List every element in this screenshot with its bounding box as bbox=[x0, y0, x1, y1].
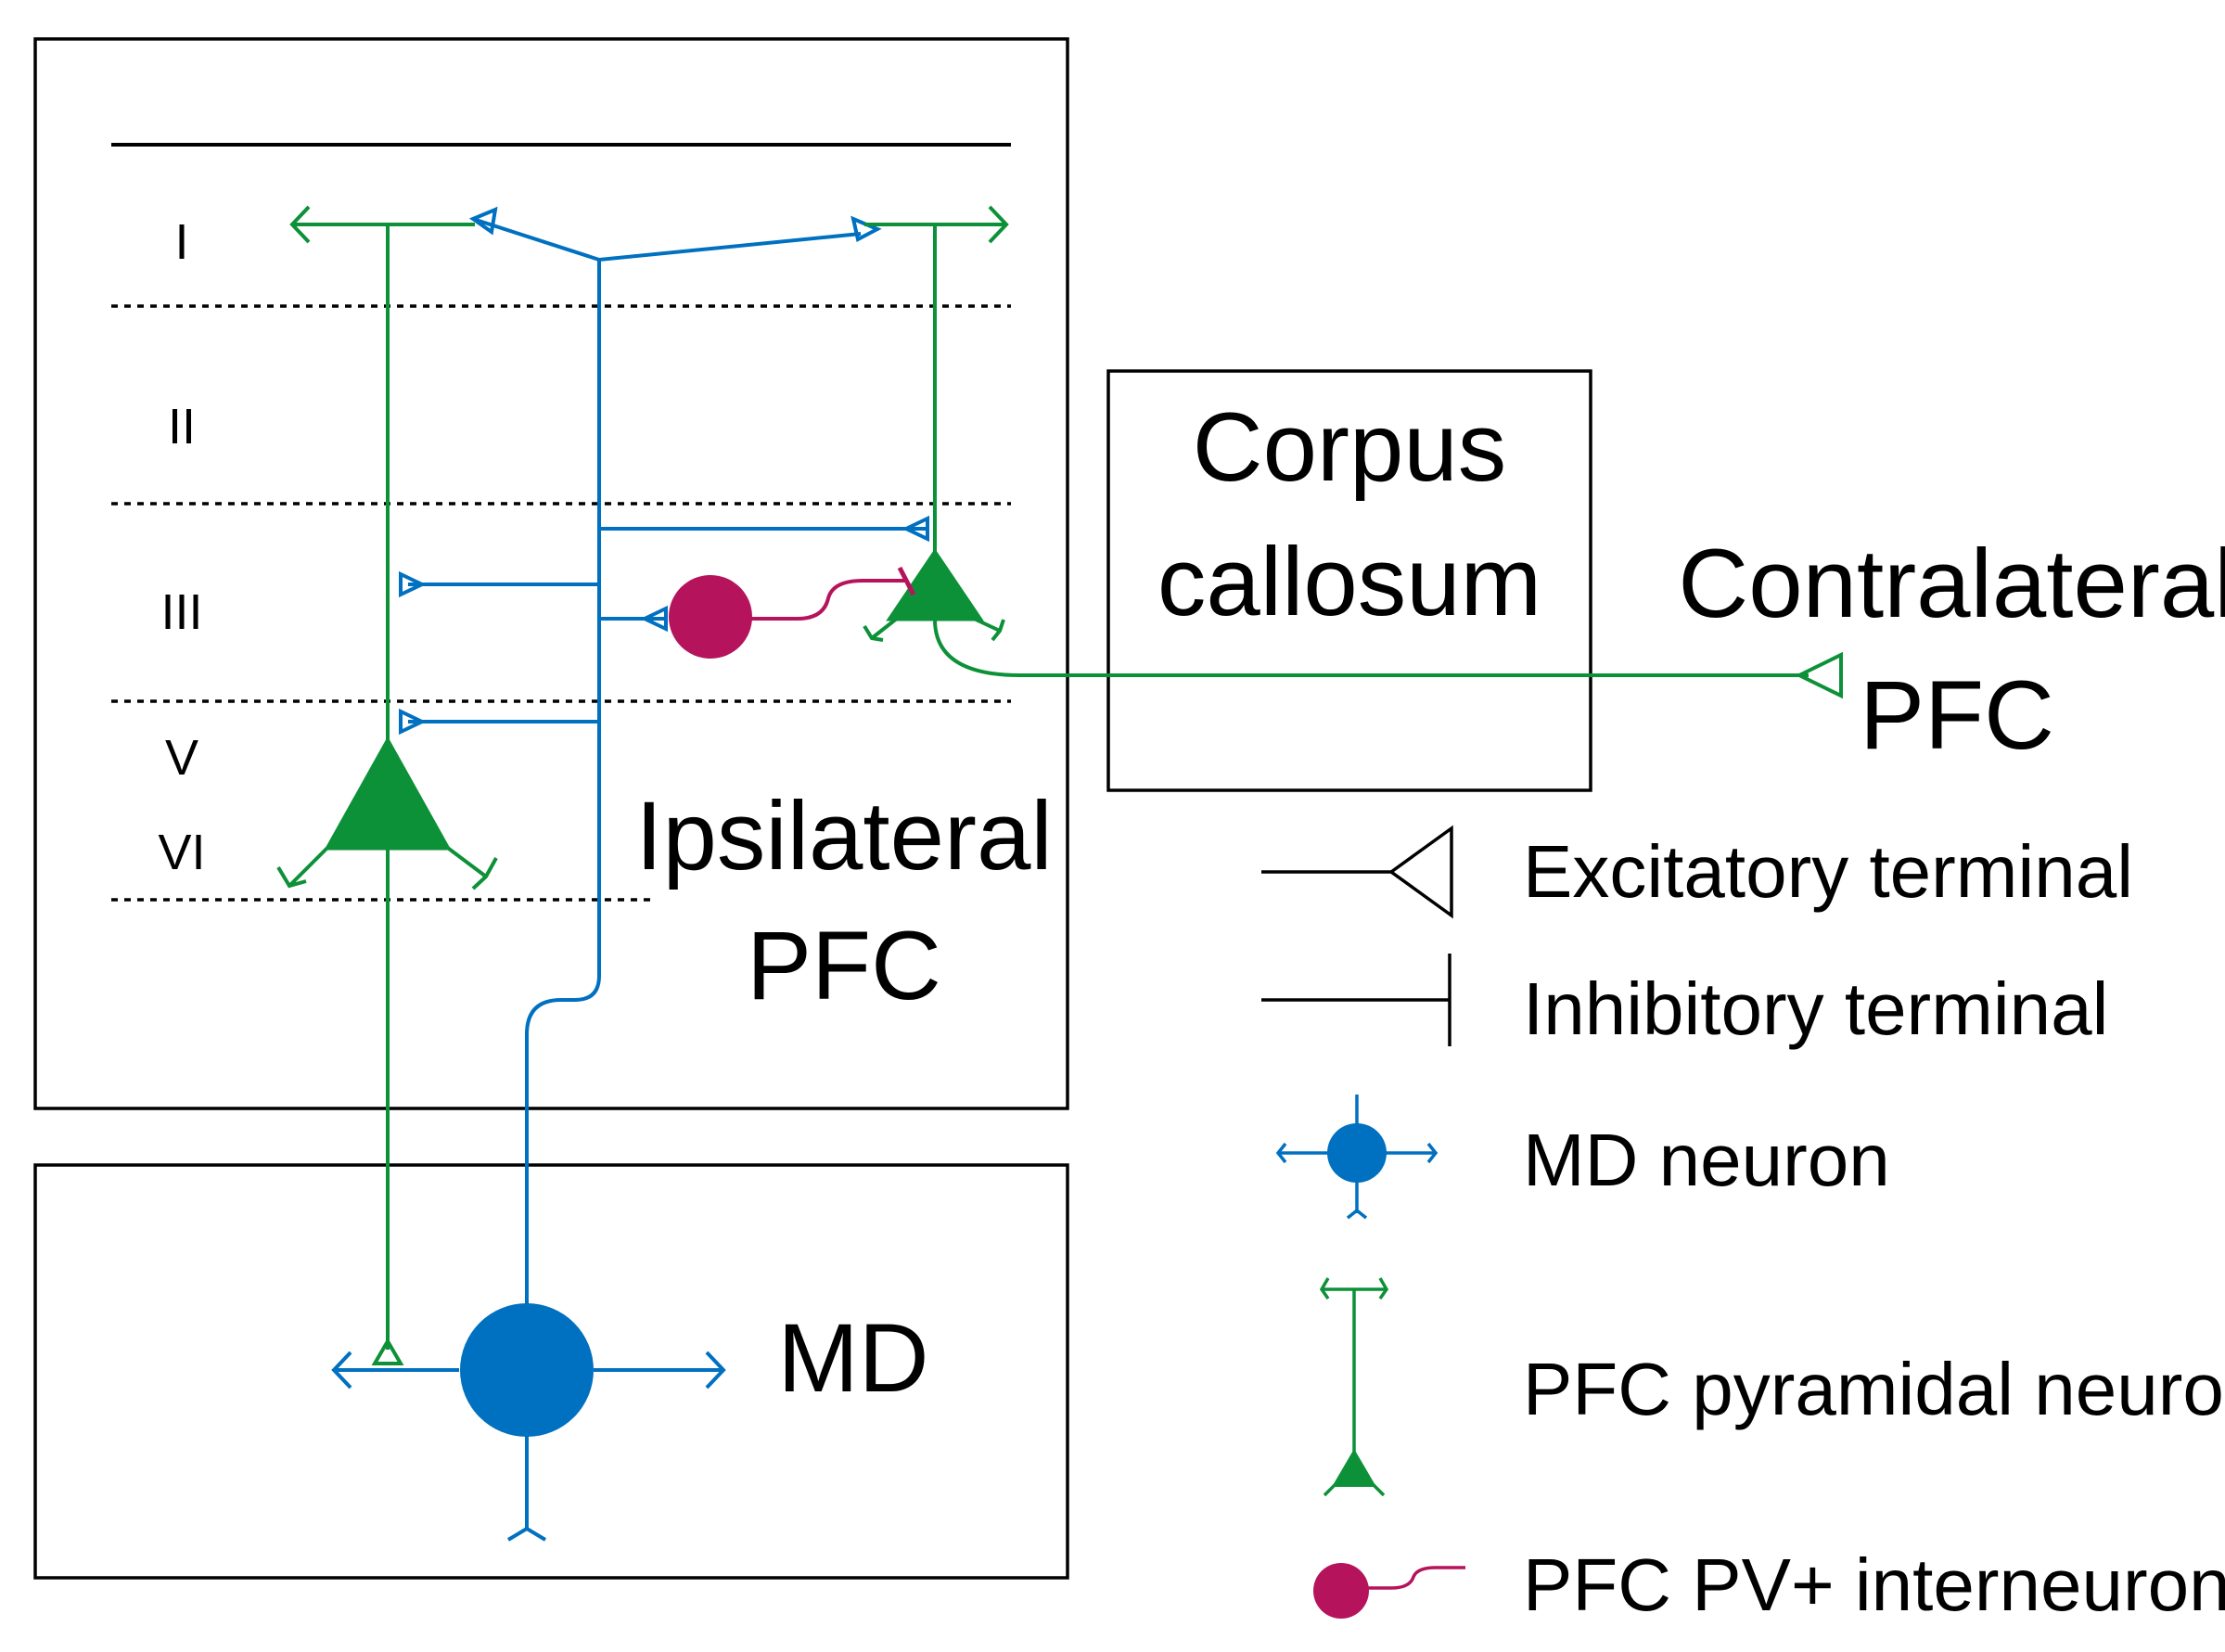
md-neuron-soma bbox=[460, 1303, 594, 1437]
basal-dendrite-left-tip bbox=[276, 865, 307, 889]
pv-axon bbox=[751, 579, 907, 621]
pv-interneuron bbox=[669, 566, 916, 659]
ipsilateral-pfc-box bbox=[33, 37, 1069, 1110]
md-dendrite-bottom-tip bbox=[506, 1526, 547, 1542]
legend-pyramidal-tip-left bbox=[1319, 1277, 1330, 1300]
basal-dendrite-right bbox=[443, 844, 488, 878]
md-excitatory-terminal bbox=[399, 708, 427, 736]
callosal-axon bbox=[933, 619, 1809, 677]
legend-pv-symbol bbox=[1313, 1563, 1465, 1619]
ipsilateral-label-line2: PFC bbox=[747, 912, 941, 1020]
dendrite-tip bbox=[988, 205, 1009, 244]
md-dendrite-right-tip bbox=[705, 1351, 726, 1389]
layer-label-v: V bbox=[165, 730, 198, 786]
legend-excitatory-label: Excitatory terminal bbox=[1523, 830, 2133, 913]
layer-label-vi: VI bbox=[158, 825, 205, 880]
legend-md-tip-right bbox=[1426, 1142, 1439, 1164]
legend-inhibitory-label: Inhibitory terminal bbox=[1523, 967, 2108, 1050]
basal-dendrite-right-tip bbox=[991, 619, 1005, 642]
corpus-callosum-label-line2: callosum bbox=[1157, 528, 1541, 636]
legend-pv-axon bbox=[1354, 1566, 1465, 1590]
legend-pv-soma bbox=[1313, 1563, 1369, 1619]
pv-inhibitory-terminal bbox=[897, 566, 916, 596]
contralateral-label-line1: Contralateral bbox=[1678, 530, 2225, 638]
md-neuron-projection bbox=[399, 206, 929, 1308]
md-dendrite-left-tip bbox=[331, 1351, 352, 1389]
pyramidal-soma-deep bbox=[324, 736, 452, 851]
contralateral-excitatory-terminal bbox=[1795, 651, 1843, 699]
corpus-callosum-label-line1: Corpus bbox=[1193, 393, 1506, 502]
ipsilateral-label-line1: Ipsilateral bbox=[635, 782, 1052, 890]
layer-label-iii: III bbox=[160, 584, 202, 640]
md-excitatory-terminal bbox=[902, 515, 929, 543]
legend-pyramidal-label: PFC pyramidal neuron bbox=[1523, 1348, 2225, 1430]
pyramidal-neuron-deep bbox=[276, 205, 498, 1365]
legend-pyramidal-symbol bbox=[1319, 1277, 1389, 1497]
legend-excitatory-symbol bbox=[1261, 825, 1453, 919]
md-excitatory-terminal bbox=[640, 605, 668, 633]
md-excitatory-terminal bbox=[850, 215, 882, 242]
dendrite-tip bbox=[289, 205, 311, 244]
pyramidal-excitatory-terminal bbox=[371, 1338, 404, 1365]
legend-excitatory-triangle bbox=[1388, 825, 1453, 919]
basal-dendrite-left-tip bbox=[863, 624, 884, 642]
legend-md-neuron-symbol bbox=[1275, 1095, 1439, 1220]
legend-md-tip-left bbox=[1275, 1142, 1287, 1164]
md-axon-layer-i-branch bbox=[472, 217, 862, 263]
layer-label-ii: II bbox=[168, 399, 196, 455]
basal-dendrite-left bbox=[870, 616, 900, 640]
legend-inhibitory-symbol bbox=[1261, 954, 1451, 1046]
md-label: MD bbox=[777, 1304, 928, 1413]
contralateral-label-line2: PFC bbox=[1860, 661, 2054, 770]
basal-dendrite-right-tip bbox=[471, 857, 498, 890]
legend-md-tip-bottom bbox=[1346, 1208, 1368, 1220]
md-excitatory-terminal bbox=[468, 206, 498, 236]
legend-md-soma bbox=[1327, 1123, 1387, 1183]
legend: Excitatory terminal Inhibitory terminal … bbox=[1261, 825, 2225, 1626]
basal-dendrite-left bbox=[288, 844, 331, 888]
pv-soma bbox=[669, 575, 752, 659]
legend-md-neuron-label: MD neuron bbox=[1523, 1119, 1890, 1201]
legend-pyramidal-tip-right bbox=[1378, 1277, 1389, 1300]
pyramidal-soma-layer-iii bbox=[886, 548, 984, 621]
md-neuron bbox=[331, 1351, 726, 1542]
md-excitatory-terminal bbox=[399, 570, 427, 598]
corpus-callosum-box bbox=[1106, 369, 1592, 792]
legend-pv-label: PFC PV+ interneuron bbox=[1523, 1543, 2225, 1626]
md-box bbox=[33, 1163, 1069, 1580]
md-axon-main bbox=[525, 260, 601, 1308]
layer-label-i: I bbox=[174, 214, 188, 270]
legend-pyramidal-soma bbox=[1332, 1449, 1376, 1487]
